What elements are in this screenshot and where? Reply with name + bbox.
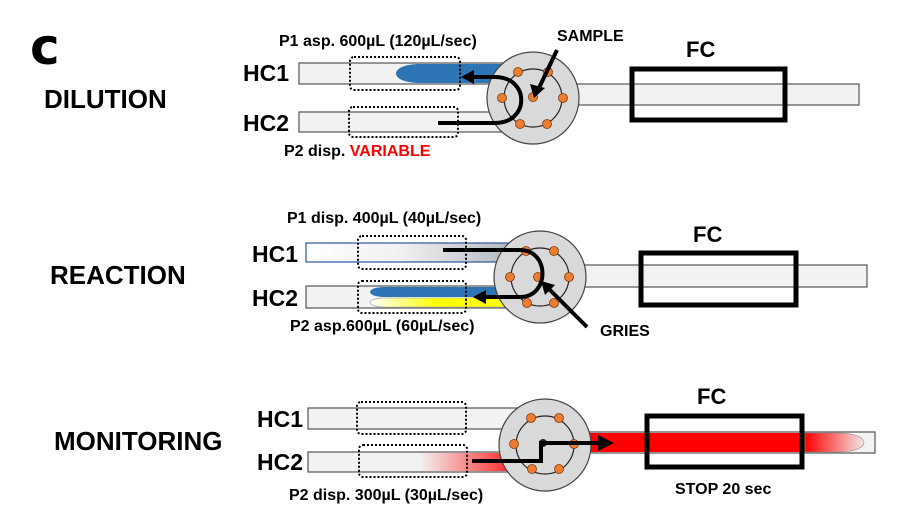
stage-dilution: DILUTION HC1 HC2 P1 asp. 600µL (120µL/se… (44, 28, 860, 160)
stage-label-dilution: DILUTION (44, 84, 167, 114)
pump2-zone (348, 106, 459, 138)
valve-port (542, 119, 552, 129)
valve-port (554, 413, 564, 423)
stage-monitoring: MONITORING HC1 HC2 P2 disp. 300µL (30µL/… (54, 384, 876, 504)
flow-cell (638, 250, 799, 308)
flow-arrow-head (473, 290, 486, 304)
stage-label-monitoring: MONITORING (54, 426, 223, 456)
flow-arrow-path (438, 75, 524, 125)
flow-arrow-head (461, 70, 474, 84)
valve-port (515, 119, 525, 129)
panel-letter: c (30, 18, 60, 76)
valve-port (527, 464, 537, 474)
hc2-label: HC2 (252, 285, 298, 311)
pump1-setting: P1 asp. 600µL (120µL/sec) (279, 33, 477, 50)
product-plume (575, 433, 805, 452)
griess-plume (369, 297, 521, 308)
valve-port (549, 246, 559, 256)
stage-label-reaction: REACTION (50, 260, 186, 290)
pump2-setting: P2 disp. VARIABLE (284, 143, 431, 160)
pump1-zone (356, 401, 467, 435)
outlet-tube (559, 83, 860, 106)
flow-arrow-path (472, 441, 600, 463)
pump2-zone (358, 444, 468, 478)
flow-cell (644, 413, 805, 470)
valve-port (526, 413, 536, 423)
fc-label: FC (697, 384, 726, 409)
valve-port (513, 67, 523, 77)
pump2-zone (357, 280, 467, 314)
hc1-label: HC1 (243, 60, 289, 86)
hc1-label: HC1 (257, 406, 303, 432)
hc2-label: HC2 (243, 110, 289, 136)
hc2-label: HC2 (257, 449, 303, 475)
fc-stop-note: STOP 20 sec (675, 481, 771, 498)
holding-coil-1 (307, 407, 531, 430)
hc1-label: HC1 (252, 241, 298, 267)
pump1-zone (349, 56, 461, 91)
holding-coil-1 (305, 242, 521, 263)
variable-highlight: VARIABLE (350, 143, 431, 160)
valve-port (549, 298, 559, 308)
griess-arrow (546, 286, 589, 329)
selection-valve (486, 51, 580, 145)
flow-arrow-head (598, 435, 614, 451)
pump2-setting: P2 disp. 300µL (30µL/sec) (289, 487, 483, 504)
selection-valve (493, 230, 587, 324)
flow-cell (629, 66, 788, 123)
fc-label: FC (693, 222, 722, 247)
outlet-tube (569, 264, 868, 288)
griess-label: GRIES (600, 323, 650, 340)
valve-port (509, 439, 519, 449)
valve-port (558, 93, 568, 103)
valve-port (564, 272, 574, 282)
sample-label: SAMPLE (557, 28, 624, 45)
valve-port (497, 93, 507, 103)
pump1-zone (357, 235, 467, 270)
product-plume-tail (804, 432, 865, 453)
fc-label: FC (686, 37, 715, 62)
griess-arrow-head (541, 281, 555, 295)
valve-port (505, 272, 515, 282)
sample-arrow (536, 49, 559, 91)
sample-arrow-head (530, 84, 545, 98)
valve-port (554, 464, 564, 474)
stage-reaction: REACTION HC1 HC2 P1 disp. 400µL (40µL/se… (50, 210, 868, 340)
pump1-setting: P1 disp. 400µL (40µL/sec) (287, 210, 481, 227)
flow-arrow-path (443, 248, 545, 299)
valve-port (522, 298, 532, 308)
pump2-setting: P2 asp.600µL (60µL/sec) (290, 318, 474, 335)
